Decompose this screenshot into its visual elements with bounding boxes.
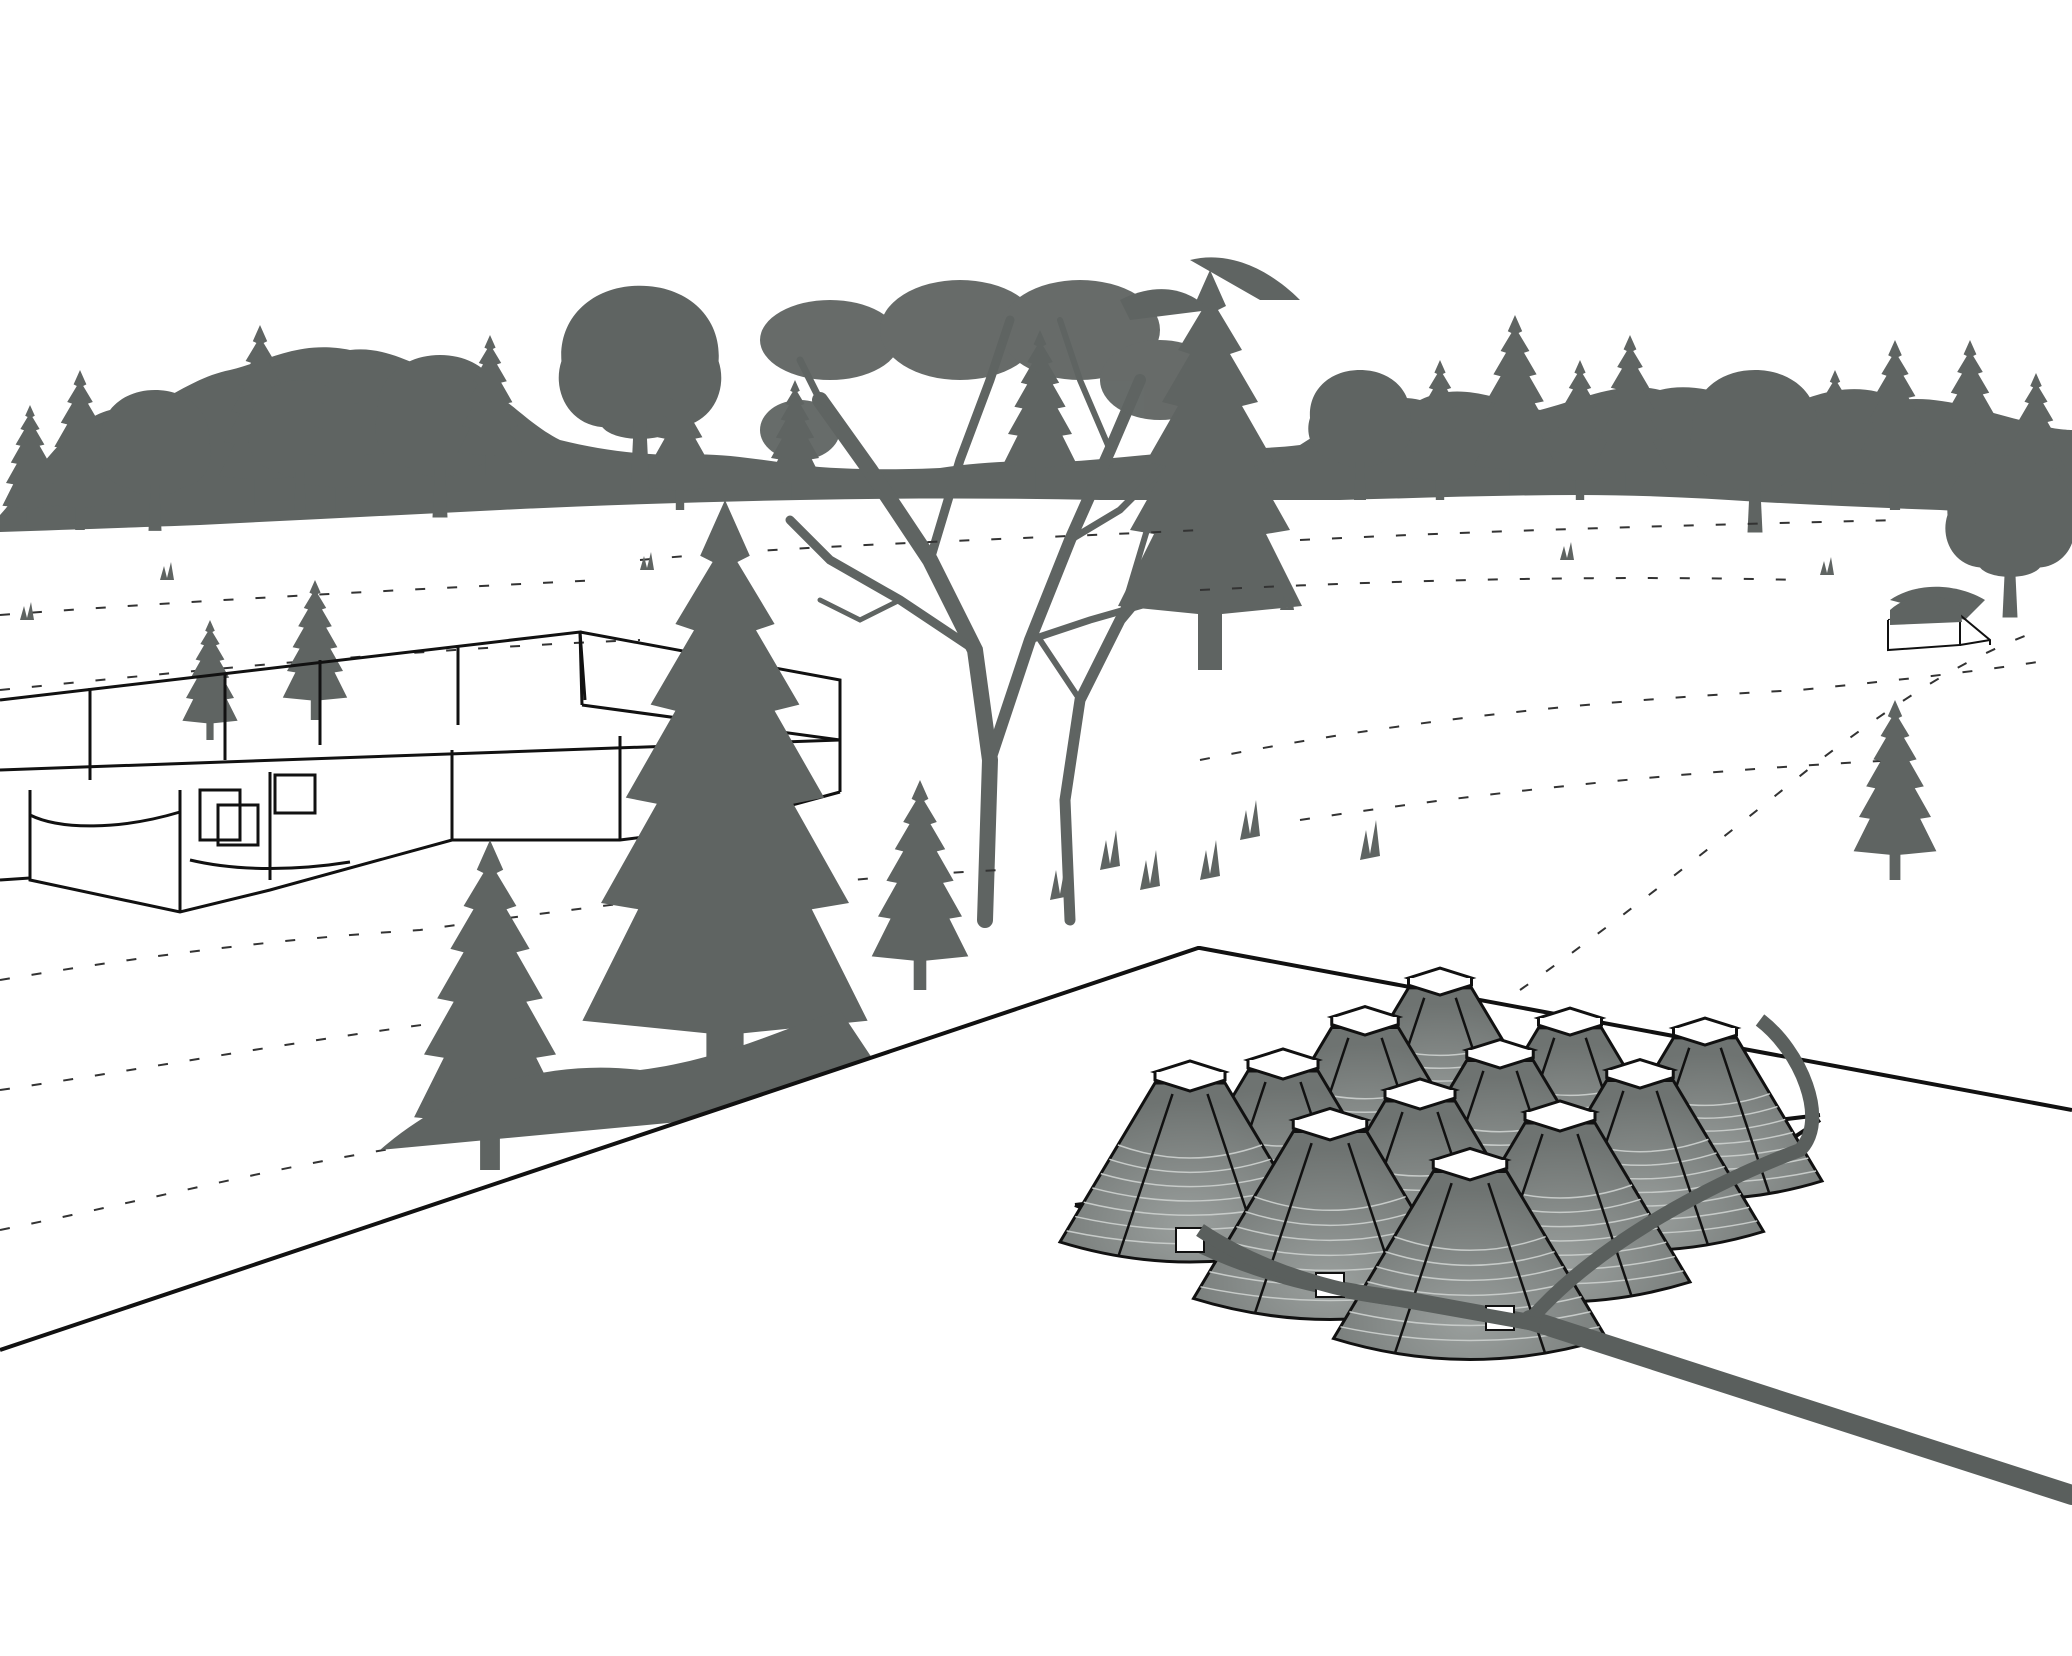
utility-box [1888, 587, 1990, 650]
ground-plane [0, 948, 2072, 1656]
